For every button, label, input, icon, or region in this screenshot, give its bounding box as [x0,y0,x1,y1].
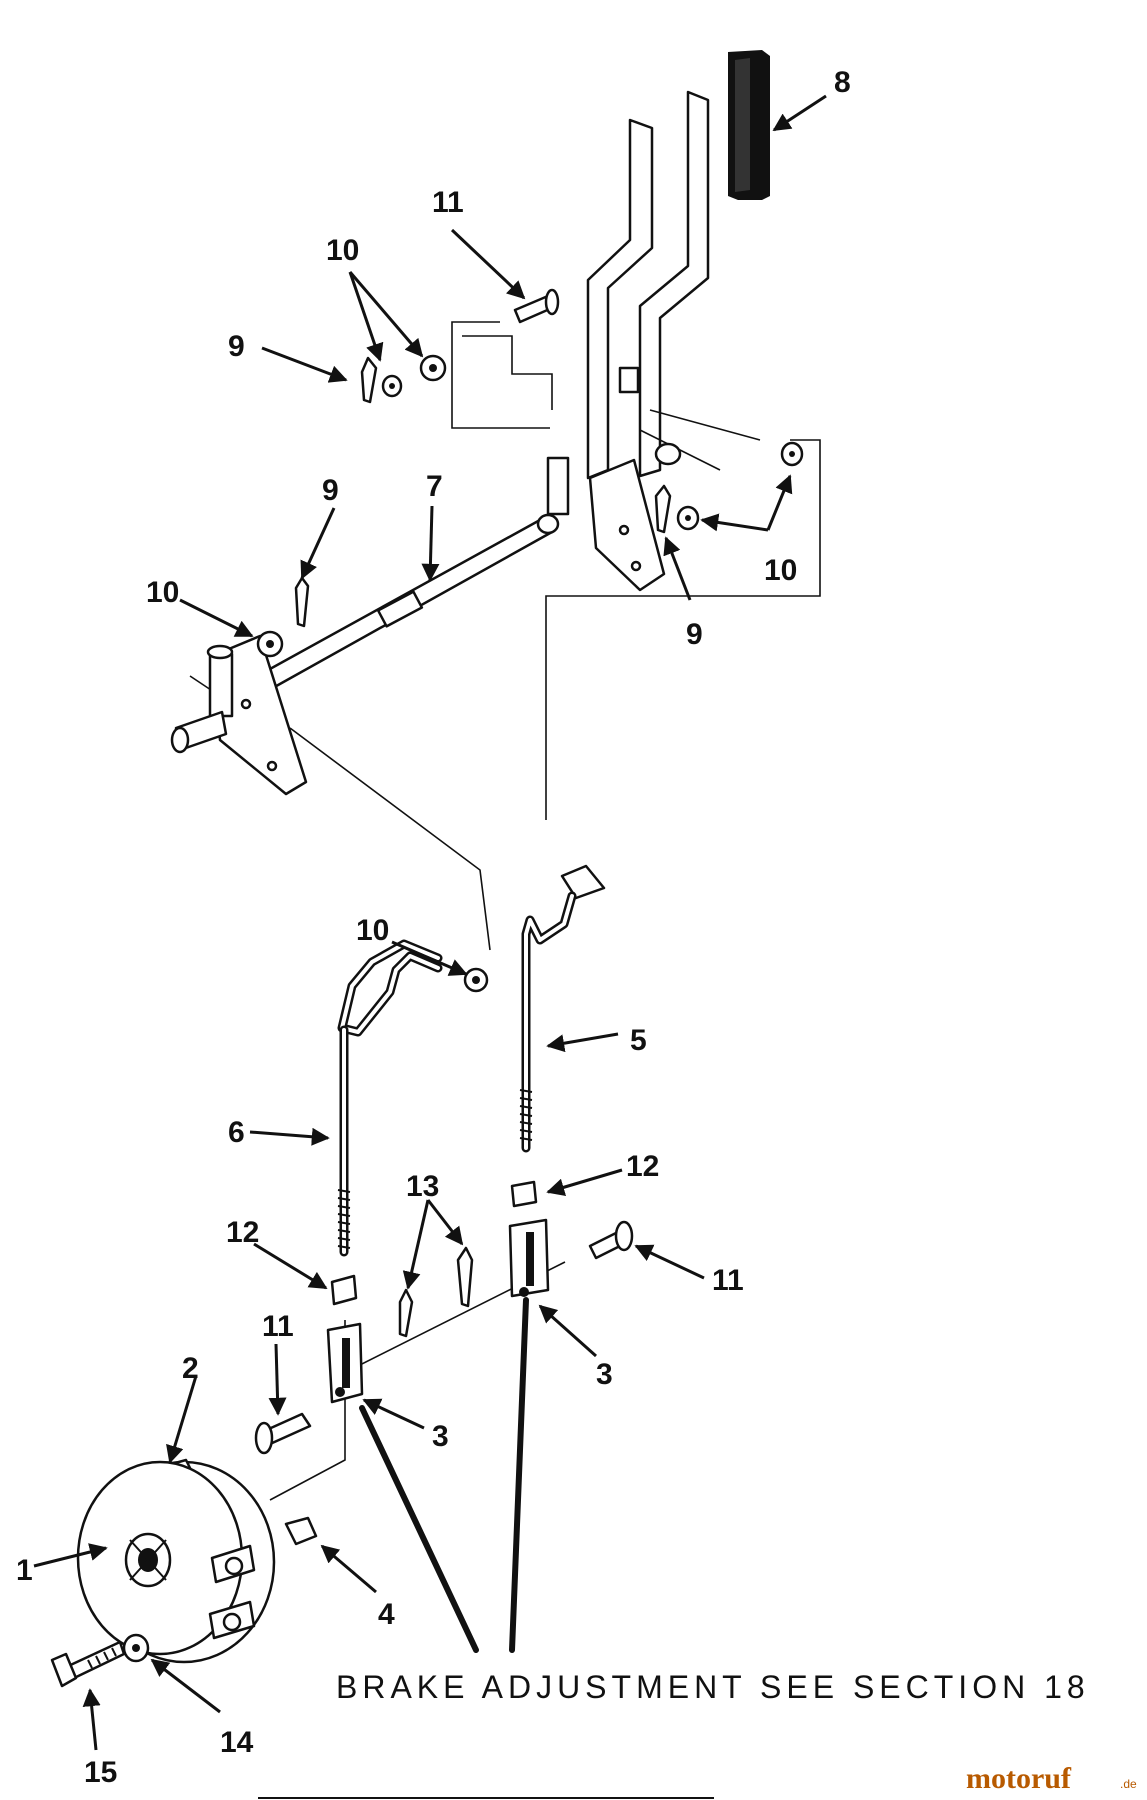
callout-10-left: 10 [146,576,179,609]
hairpin-clip-left [294,576,310,628]
callout-3-left: 3 [432,1420,449,1453]
watermark: motoruf .de [966,1762,1137,1795]
hex-nuts-12 [330,1180,538,1306]
pedal-pad [728,50,770,200]
callout-5: 5 [630,1024,647,1057]
callout-12-right: 12 [626,1150,659,1183]
callout-11-top: 11 [432,186,464,219]
callout-13: 13 [406,1170,439,1203]
hex-nut-4 [284,1516,318,1546]
callout-3-right: 3 [596,1358,613,1391]
clevis-pin-left [254,1412,312,1455]
leader-arrows [33,94,827,1751]
callout-1: 1 [16,1554,33,1587]
cotter-pins-13 [398,1246,474,1338]
callout-10-mid: 10 [356,914,389,947]
callout-4: 4 [378,1598,395,1631]
cross-shaft [248,513,560,696]
washers-top [381,354,447,398]
clevis-right [508,1218,550,1298]
callout-11-left: 11 [262,1310,294,1343]
left-bracket [170,634,308,796]
washer-rod6 [463,967,489,993]
watermark-brand: motoruf [966,1762,1072,1795]
brake-rod-6 [337,939,443,1257]
watermark-suffix: .de [1120,1777,1137,1791]
clevis-pin-top [513,288,560,324]
brake-rod-5 [519,864,606,1153]
clevis-pin-right [588,1220,634,1260]
hairpin-clip-right [654,484,672,534]
hairpin-clip-top [360,356,378,404]
callout-2: 2 [182,1352,199,1385]
right-bracket [546,442,682,592]
washer-14 [122,1633,150,1663]
callout-6: 6 [228,1116,245,1149]
callout-9-top: 9 [228,330,245,363]
washers-right [676,441,804,531]
bolt-15 [50,1640,126,1688]
callout-14: 14 [220,1726,254,1759]
clevis-left [326,1322,364,1404]
callout-10-right: 10 [764,554,797,587]
callout-12-left: 12 [226,1216,259,1249]
callout-8: 8 [834,66,851,99]
callout-9-left: 9 [322,474,339,507]
callout-7: 7 [426,470,443,503]
callout-9-right: 9 [686,618,703,651]
callout-labels: 8 11 10 9 9 7 10 10 9 10 5 6 12 13 12 11… [16,66,851,1789]
callout-15: 15 [84,1756,117,1789]
brake-band-links [208,1544,256,1640]
washer-left [256,630,284,658]
brake-adjustment-note: BRAKE ADJUSTMENT SEE SECTION 18 [336,1669,1090,1705]
adjustment-leaders [359,1297,529,1653]
callout-10-top: 10 [326,234,359,267]
callout-11-right: 11 [712,1264,744,1297]
